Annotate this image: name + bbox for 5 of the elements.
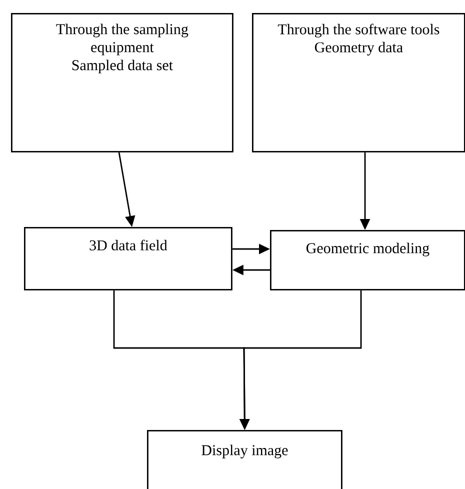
process-box: Geometric modeling [270,230,465,290]
process-box: Through the sampling equipment Sampled data set [11,13,234,152]
process-box: Display image [147,430,342,489]
process-box: Through the software tools Geometry data [252,13,465,152]
process-box: 3D data field [24,227,232,290]
